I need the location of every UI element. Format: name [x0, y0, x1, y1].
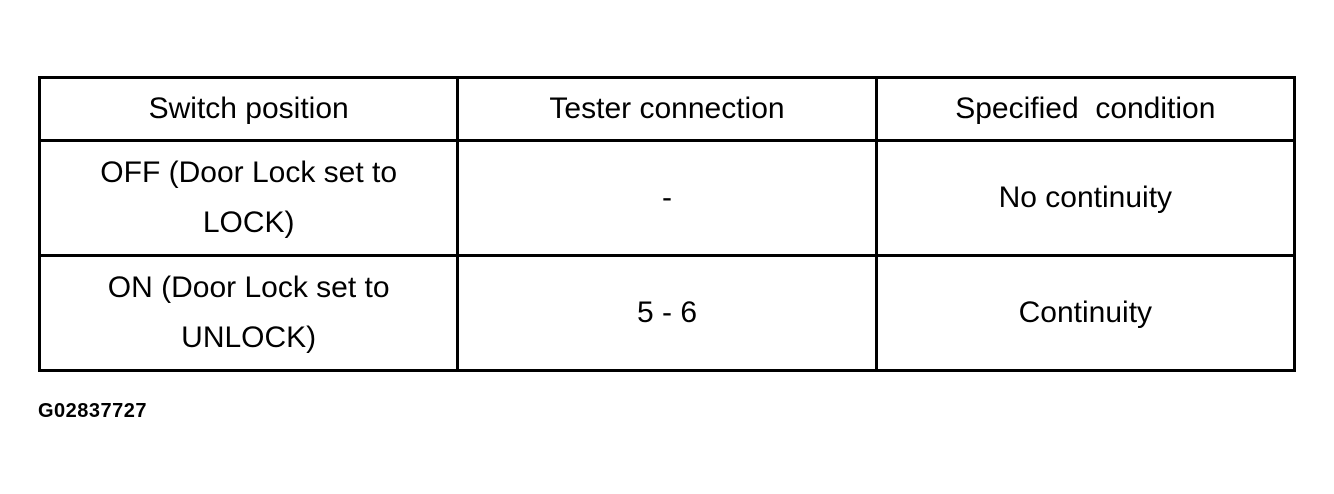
switch-position-line: OFF (Door Lock set to [100, 156, 398, 189]
switch-inspection-table: Switch position Tester connection Specif… [37, 76, 1297, 372]
switch-position-line: UNLOCK) [181, 321, 317, 354]
header-tester-connection: Tester connection [456, 76, 878, 142]
cell-switch-position: ON (Door Lock set to UNLOCK) [37, 254, 460, 372]
table-row: ON (Door Lock set to UNLOCK) 5 - 6 Conti… [37, 254, 1297, 372]
table-header-row: Switch position Tester connection Specif… [37, 76, 1297, 142]
cell-specified-condition: No continuity [874, 139, 1297, 257]
figure-id: G02837727 [38, 400, 148, 422]
table-row: OFF (Door Lock set to LOCK) - No continu… [37, 139, 1297, 257]
cell-tester-connection: 5 - 6 [456, 254, 878, 372]
header-specified-condition: Specified condition [874, 76, 1297, 142]
header-switch-position: Switch position [37, 76, 460, 142]
cell-switch-position: OFF (Door Lock set to LOCK) [37, 139, 460, 257]
cell-specified-condition: Continuity [874, 254, 1297, 372]
switch-position-line: ON (Door Lock set to [107, 271, 390, 304]
switch-position-line: LOCK) [202, 206, 295, 239]
cell-tester-connection: - [456, 139, 878, 257]
